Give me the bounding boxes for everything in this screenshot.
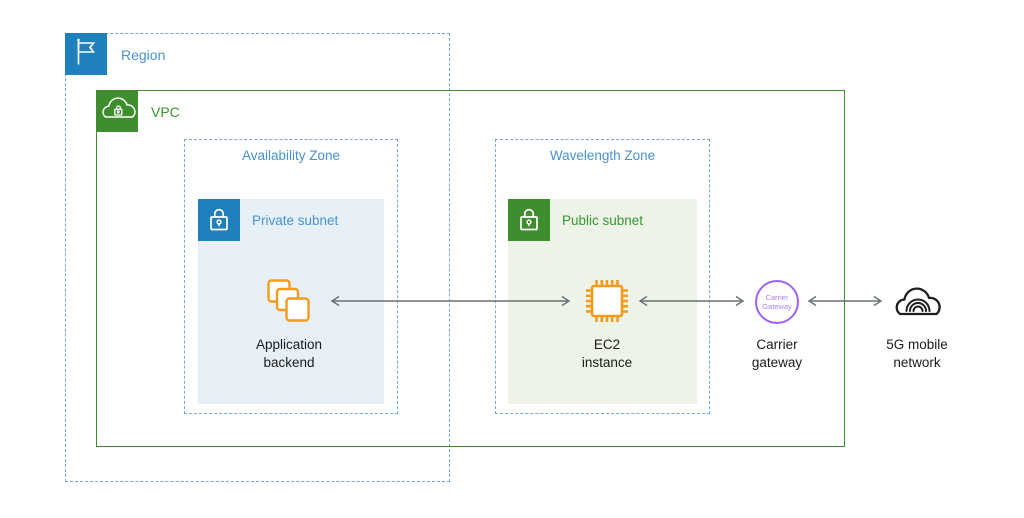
public-subnet-lock-icon [508, 199, 550, 241]
chip-icon [586, 280, 628, 322]
stacked-squares-icon [267, 279, 310, 322]
region-container [65, 33, 450, 482]
public-subnet-label: Public subnet [562, 213, 644, 228]
ec2-instance-node [583, 277, 631, 330]
availability-zone-label: Availability Zone [241, 148, 341, 163]
carrier-gateway-node: Carrier Gateway [755, 280, 799, 324]
vpc-label: VPC [151, 104, 180, 120]
vpc-cloud-icon [96, 90, 138, 132]
padlock-icon [520, 208, 538, 231]
private-subnet-lock-icon [198, 199, 240, 241]
region-flag-icon [65, 33, 107, 75]
availability-zone-container [184, 139, 398, 414]
carrier-gateway-icon-text: Carrier Gateway [762, 292, 792, 311]
application-backend-node [265, 277, 313, 330]
cloud-signal-icon [895, 287, 941, 316]
padlock-icon [210, 208, 228, 231]
application-backend-label: Application backend [255, 337, 323, 370]
private-subnet-label: Private subnet [252, 213, 339, 228]
mobile-network-label: 5G mobile network [886, 337, 948, 370]
cloud-lock-icon [102, 97, 136, 118]
ec2-instance-label: EC2 instance [581, 337, 633, 370]
vpc-container [96, 90, 845, 447]
carrier-gateway-label: Carrier gateway [751, 337, 803, 370]
flag-icon [77, 38, 96, 65]
mobile-network-node [888, 278, 946, 327]
region-label: Region [121, 47, 166, 63]
wavelength-zone-label: Wavelength Zone [549, 148, 656, 163]
wavelength-zone-container [495, 139, 710, 414]
